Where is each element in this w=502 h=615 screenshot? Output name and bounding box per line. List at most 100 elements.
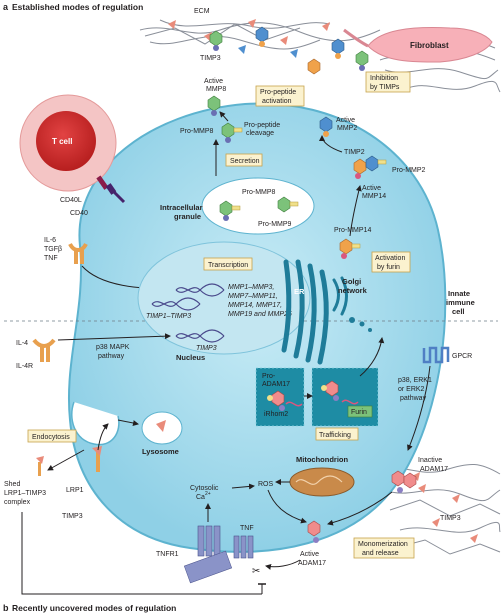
cd40l-label: CD40L: [60, 197, 82, 204]
active-mmp14-label-1: Active: [362, 185, 381, 192]
endoplasmic-reticulum: [281, 259, 329, 365]
pro-mmp9-granule-protein: [277, 196, 299, 213]
il4r-label: IL-4R: [16, 363, 33, 370]
il4-signal-arrow: [57, 333, 171, 341]
furin-text: Furin: [351, 409, 367, 416]
irhom2-label: iRhom2: [264, 411, 288, 418]
intracellular-granule-label-2: granule: [174, 212, 201, 221]
shed-lrp1-timp3: [36, 456, 44, 476]
panel-a-title: Established modes of regulation: [12, 2, 143, 12]
furin-box: Furin: [347, 405, 373, 418]
cd40l-cd40-pair: [96, 175, 126, 204]
irhom2-coil-golgi: [341, 399, 359, 405]
active-adam17-label-2: ADAM17: [298, 560, 326, 567]
mitochondrion-label: Mitochondrion: [296, 455, 348, 464]
dna-helix-timp: [151, 297, 201, 311]
irhom2-coil: [285, 401, 303, 407]
activation-furin-text-2: by furin: [377, 264, 400, 271]
monomerization-text-2: and release: [362, 550, 399, 557]
dna-helix-timp3: [175, 329, 225, 343]
p38-erk-label-3: pathway: [400, 395, 427, 402]
endocytosis-text: Endocytosis: [32, 434, 70, 441]
inhibition-text-1: Inhibition: [370, 75, 398, 82]
secretion-box: Secretion: [225, 153, 263, 167]
dna-helix-mmp: [175, 283, 225, 297]
shedding-arrow: [47, 449, 85, 471]
adam17-cleaves-tnf-arrow: [265, 559, 301, 570]
shed-label-1: Shed: [4, 481, 20, 488]
tnfr1-label: TNFR1: [156, 551, 179, 558]
panel-b-title: Recently uncovered modes of regulation: [12, 603, 176, 613]
mmp8-activation-arrow: [219, 111, 229, 122]
ecm-label: ECM: [194, 8, 210, 15]
tnf-left-label: TNF: [44, 255, 58, 262]
trafficking-box: Trafficking: [315, 427, 359, 441]
il4-label: IL-4: [16, 340, 28, 347]
timp3-right-label: TIMP3: [440, 515, 461, 522]
fibroblast-cell: [367, 27, 493, 63]
shed-label-2: LRP1–TIMP3: [4, 490, 46, 497]
cytosolic-superscript: 2+: [205, 491, 211, 497]
p38-mapk-label-1: p38 MAPK: [96, 344, 130, 351]
p38-erk-label-2: or ERK2: [398, 386, 425, 393]
monomerization-arrow: [327, 491, 393, 526]
pro-adam17-label-1: Pro-: [262, 373, 276, 380]
mmp-list-3: MMP14, MMP17,: [228, 302, 282, 309]
pro-mmp9-label: Pro-MMP9: [258, 221, 292, 228]
intracellular-granule-label-1: Intracellular: [160, 203, 203, 212]
inactive-adam17-dimer: [391, 470, 426, 493]
monomerization-text-1: Monomerization: [358, 541, 408, 548]
scissors-icon: ✂: [252, 566, 260, 577]
timp2-label: TIMP2: [344, 149, 365, 156]
propeptide-cleavage-label-2: cleavage: [246, 130, 274, 137]
gpcr-signal-arrow: [407, 365, 431, 451]
pro-mmp8-granule-label: Pro-MMP8: [242, 189, 276, 196]
cytosolic-label-1: Cytosolic: [190, 485, 219, 492]
golgi-label-2: network: [338, 286, 368, 295]
cytosolic-label-2: Ca: [196, 494, 205, 501]
pro-adam17-protein: [267, 390, 285, 411]
mmp14-timp2-complex: [353, 155, 387, 179]
mmp-list-2: MMP7–MMP11,: [228, 293, 278, 300]
golgi-label-1: Golgi: [342, 277, 361, 286]
mmp14-to-surface-arrow: [349, 185, 362, 237]
tnfr1-extracellular-domain: [183, 550, 233, 584]
lysosome-timp3: [156, 420, 166, 432]
endocytic-pit: [71, 401, 120, 446]
il4-receptor: [32, 338, 56, 362]
activation-by-furin-box: Activation by furin: [371, 251, 411, 273]
active-mmp8-protein: [207, 95, 221, 116]
pro-mmp8-top-label: Pro-MMP8: [180, 128, 214, 135]
adam17-golgi-protein: [321, 380, 339, 401]
mmp2-release-arrow: [319, 135, 343, 153]
gpcr-label: GPCR: [452, 353, 472, 360]
vesicle-1: [349, 317, 355, 323]
secretion-text: Secretion: [230, 158, 260, 165]
endocytosis-box: Endocytosis: [27, 429, 77, 443]
active-mmp2-protein: [319, 116, 333, 137]
timp3-nucleus-label: TIMP3: [196, 345, 217, 352]
tnf-membrane: [233, 535, 254, 559]
propeptide-cleavage-label-1: Pro-peptide: [244, 122, 280, 129]
t-cell-nucleus: [36, 111, 96, 171]
shed-inhibition-line: [21, 512, 262, 595]
transcription-box: Transcription: [203, 257, 253, 271]
innate-label-3: cell: [452, 307, 465, 316]
inhibition-by-timps-box: Inhibition by TIMPs: [365, 71, 411, 93]
il6-label: IL-6: [44, 237, 56, 244]
mitochondrion-cristae: [295, 475, 343, 485]
active-mmp2-label-2: MMP2: [337, 125, 357, 132]
pro-mmp14-label: Pro-MMP14: [334, 227, 371, 234]
panel-a-letter: a: [3, 2, 9, 12]
propeptide-activation-box: Pro-peptide activation: [255, 85, 305, 107]
active-mmp8-label-1: Active: [204, 78, 223, 85]
golgi-apparatus: [332, 276, 348, 316]
vesicle-3: [368, 328, 372, 332]
panel-b-letter: b: [3, 603, 9, 613]
fibroblast-label: Fibroblast: [410, 41, 449, 50]
tgfb-label: TGFβ: [44, 246, 62, 253]
mmp-list-4: MMP19 and MMP25: [228, 311, 292, 318]
pro-mmp14-protein: [339, 238, 361, 259]
p38-mapk-label-2: pathway: [98, 353, 125, 360]
